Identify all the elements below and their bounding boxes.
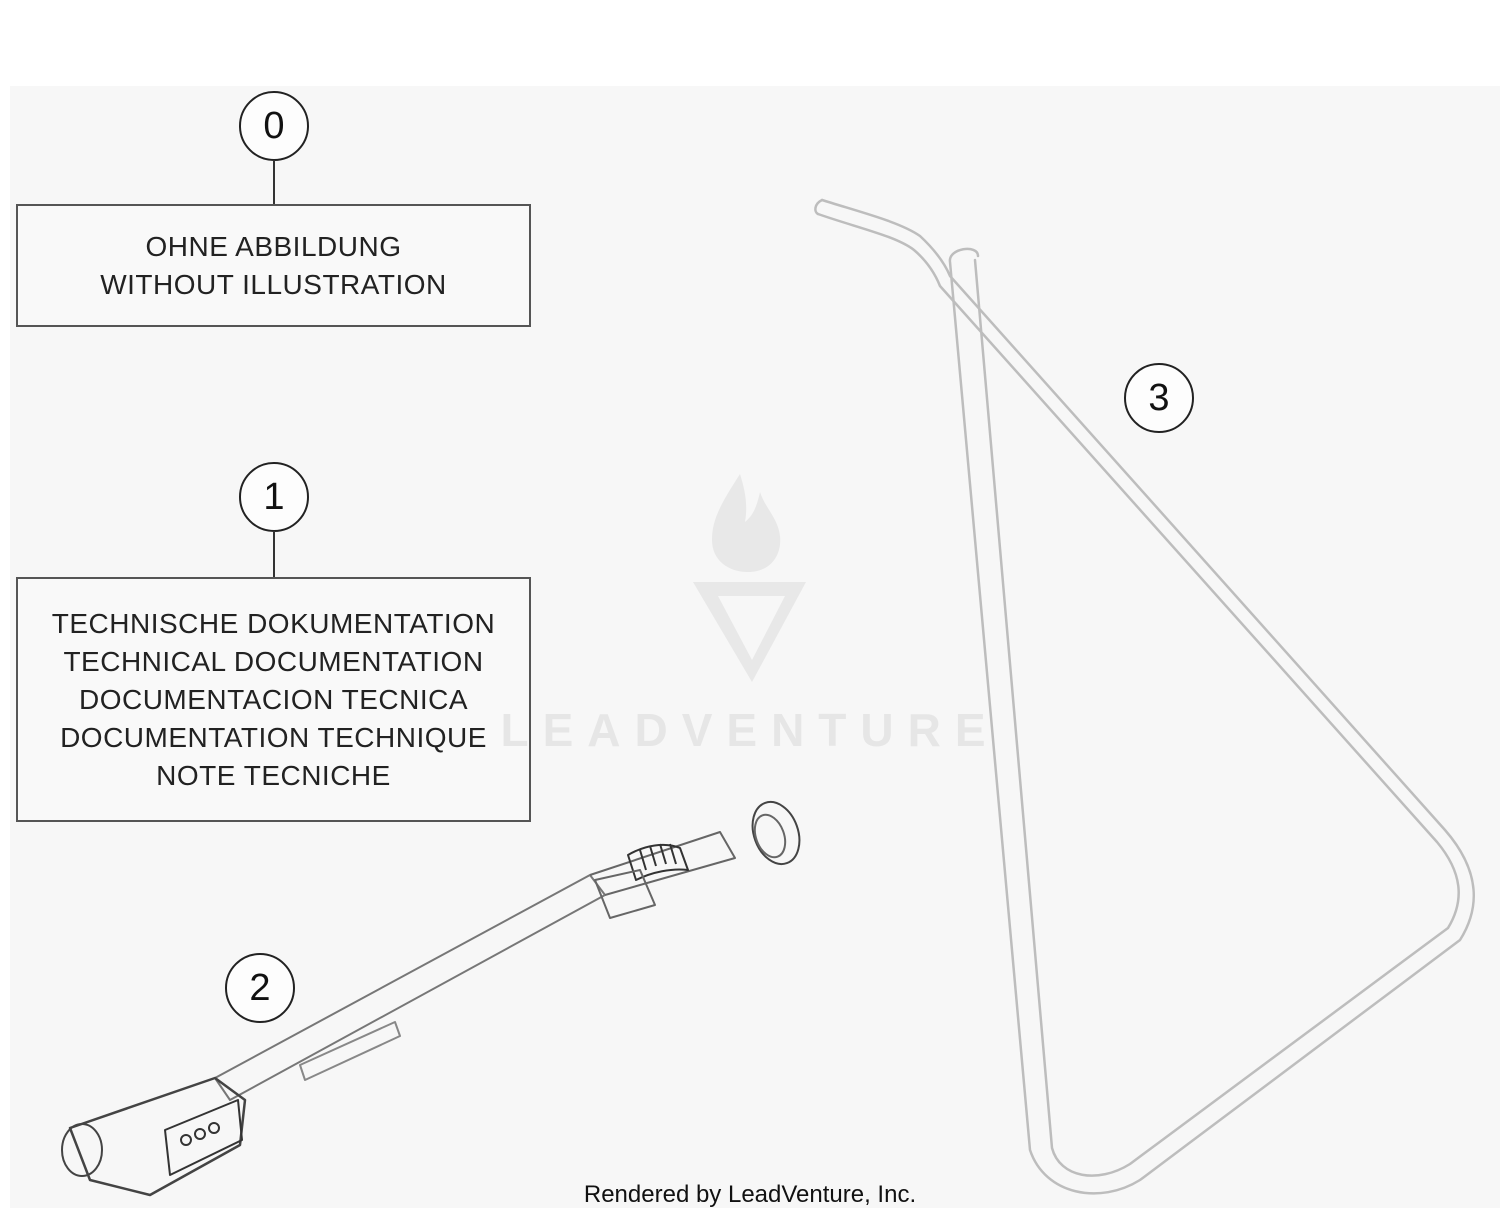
callout-1-number: 1 bbox=[263, 475, 285, 518]
tech-doc-line-en: TECHNICAL DOCUMENTATION bbox=[63, 645, 484, 677]
flame-icon bbox=[712, 474, 781, 572]
tech-doc-line-de: TECHNISCHE DOKUMENTATION bbox=[51, 607, 496, 639]
callout-0: 0 bbox=[239, 91, 309, 161]
callout-2: 2 bbox=[225, 953, 295, 1023]
callout-1-leader bbox=[273, 531, 275, 578]
without-illustration-box: OHNE ABBILDUNG WITHOUT ILLUSTRATION bbox=[16, 204, 531, 327]
callout-3: 3 bbox=[1124, 363, 1194, 433]
callout-0-number: 0 bbox=[263, 104, 285, 147]
tech-doc-line-it: NOTE TECNICHE bbox=[156, 759, 391, 791]
side-stand bbox=[814, 198, 1475, 1195]
callout-0-leader bbox=[273, 160, 275, 205]
tech-doc-line-es: DOCUMENTACION TECNICA bbox=[78, 683, 469, 715]
footer-credit: Rendered by LeadVenture, Inc. bbox=[583, 1181, 917, 1208]
technical-documentation-box: TECHNISCHE DOKUMENTATION TECHNICAL DOCUM… bbox=[16, 577, 531, 822]
without-illustration-line-en: WITHOUT ILLUSTRATION bbox=[100, 268, 447, 300]
callout-2-number: 2 bbox=[249, 966, 271, 1009]
pressure-gauge bbox=[61, 801, 801, 1197]
watermark-logo bbox=[693, 474, 806, 682]
watermark-text: LEADVENTURE bbox=[500, 704, 1000, 756]
tech-doc-line-fr: DOCUMENTATION TECHNIQUE bbox=[60, 721, 487, 753]
v-mark-icon bbox=[693, 582, 806, 682]
callout-3-number: 3 bbox=[1148, 376, 1170, 419]
without-illustration-line-de: OHNE ABBILDUNG bbox=[145, 230, 402, 262]
callout-1: 1 bbox=[239, 462, 309, 532]
